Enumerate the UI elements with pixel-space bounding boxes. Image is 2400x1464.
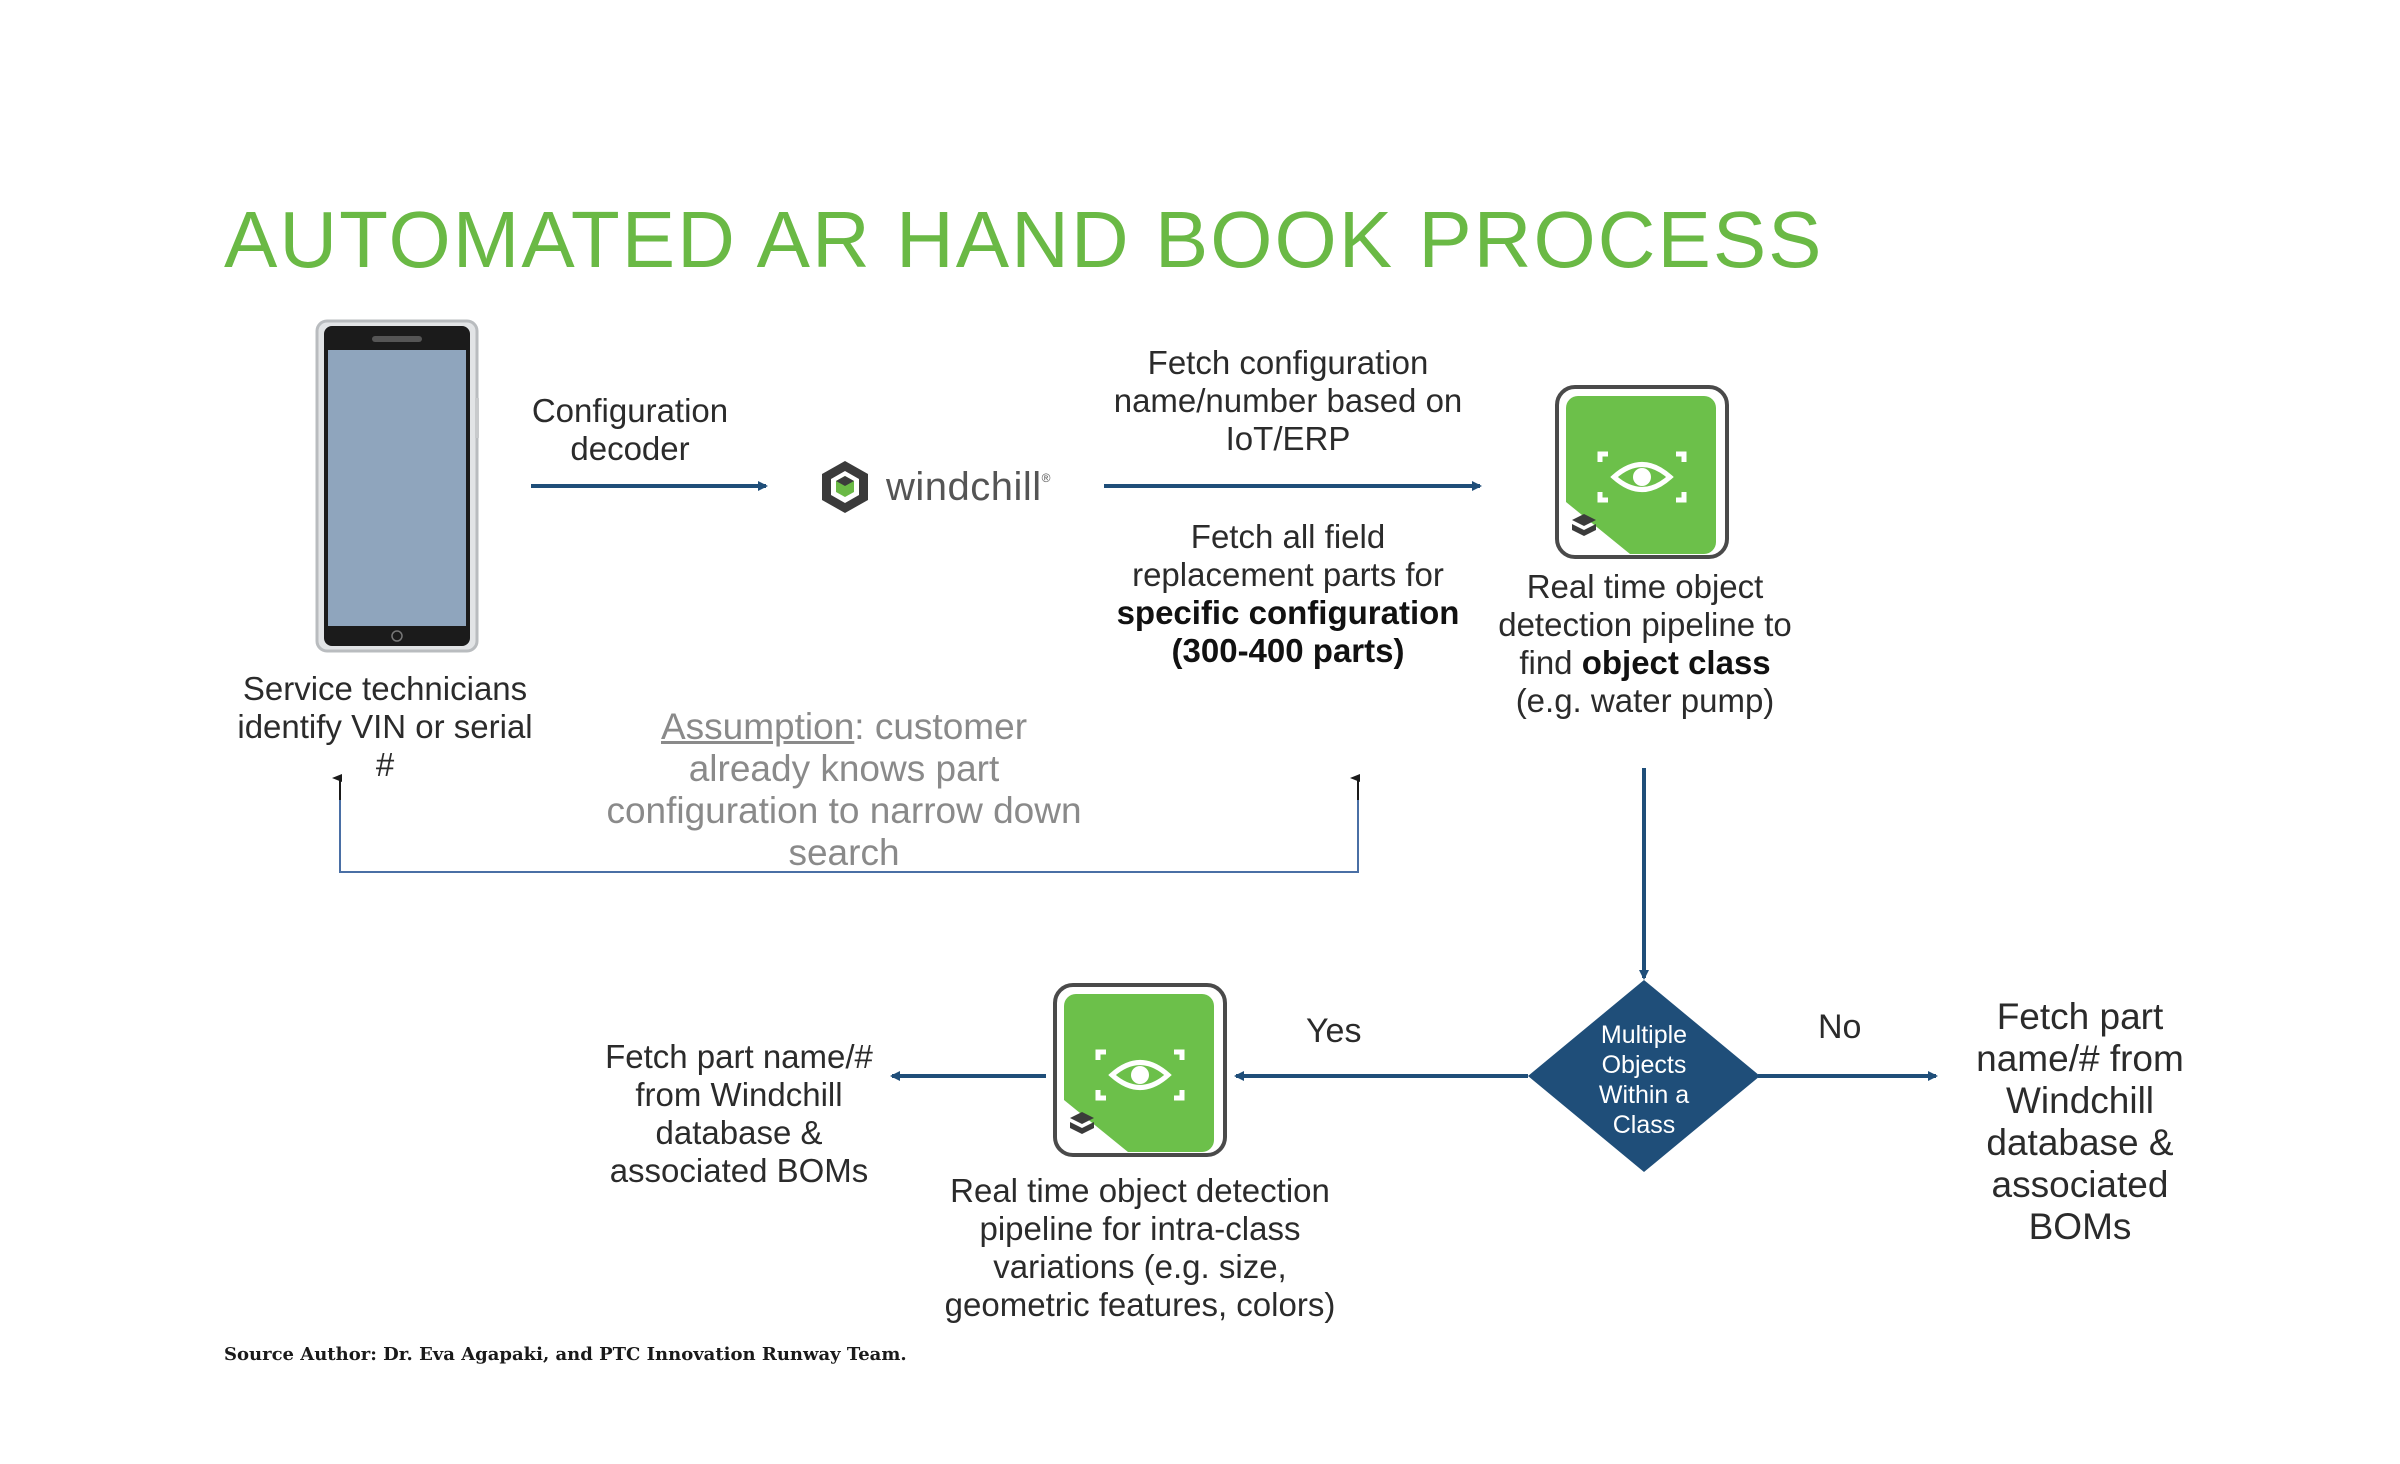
fetch-parts-emphasis: specific configuration (300-400 parts)	[1116, 594, 1460, 669]
fetch-left-label: Fetch part name/# from Windchill databas…	[605, 1038, 873, 1189]
no-label: No	[1818, 1008, 1862, 1046]
fetch-parts-label: Fetch all field replacement parts for sp…	[1108, 518, 1468, 670]
detection-text: Real time object detection pipeline to f…	[1498, 568, 1792, 681]
fetch-parts-text: Fetch all field replacement parts for	[1132, 518, 1444, 593]
feedback-loop-line	[339, 780, 1359, 873]
yes-label: Yes	[1306, 1012, 1362, 1050]
config-decoder-label: Configuration decoder	[531, 392, 729, 467]
windchill-logo-icon	[822, 461, 868, 513]
vision-eye-app-icon	[1555, 385, 1729, 559]
detection-emphasis: object class	[1581, 644, 1771, 681]
windchill-wordmark-text: windchill	[886, 464, 1042, 509]
windchill-wordmark: windchill®	[886, 464, 1052, 509]
fetch-config-label: Fetch configuration name/number based on…	[1113, 344, 1463, 457]
source-credit: Source Author: Dr. Eva Agapaki, and PTC …	[224, 1344, 907, 1365]
detection-label: Real time object detection pipeline to f…	[1490, 568, 1800, 720]
vision-eye-app-icon	[1053, 983, 1227, 1157]
windchill-logo: windchill®	[818, 452, 1051, 522]
intra-class-label: Real time object detection pipeline for …	[944, 1172, 1336, 1323]
decision-diamond	[1528, 980, 1760, 1172]
assumption-note: Assumption: customer already knows part …	[596, 706, 1092, 874]
assumption-text: : customer already knows part configurat…	[606, 706, 1082, 873]
smartphone-icon	[315, 319, 479, 653]
decision-label: Multiple Objects Within a Class	[1598, 1021, 1690, 1139]
assumption-keyword: Assumption	[660, 706, 855, 747]
page-title: AUTOMATED AR HAND BOOK PROCESS	[224, 195, 1824, 284]
fetch-right-label: Fetch part name/# from Windchill databas…	[1976, 996, 2184, 1247]
technician-label: Service technicians identify VIN or seri…	[237, 670, 533, 783]
detection-example: (e.g. water pump)	[1515, 682, 1775, 719]
